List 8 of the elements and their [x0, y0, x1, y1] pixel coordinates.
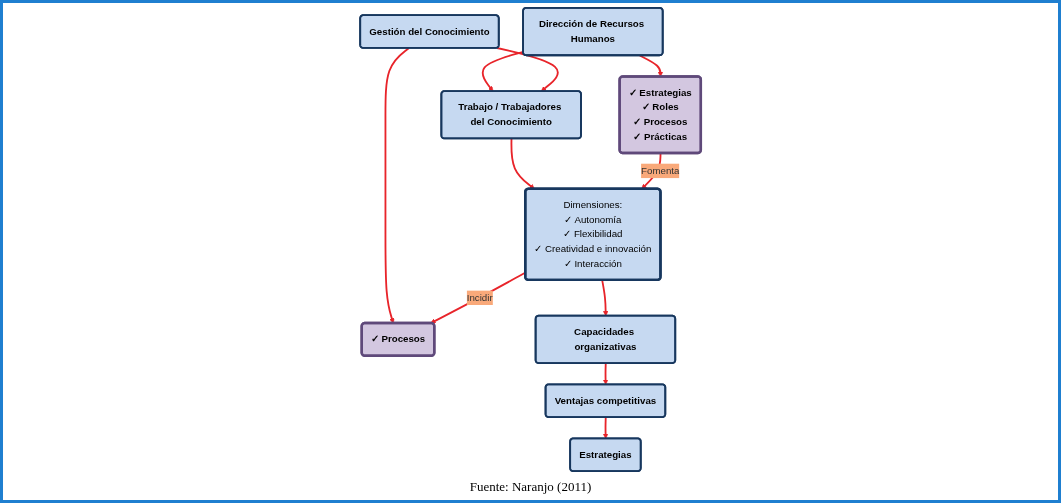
arrow: [602, 362, 609, 385]
arrow: [638, 54, 664, 77]
caption: Fuente: Naranjo (2011): [469, 478, 592, 496]
edge-label: Incidir: [466, 292, 493, 303]
arrow: [496, 47, 559, 92]
edge-label: Fomenta: [641, 165, 680, 176]
arrow: [602, 416, 609, 439]
arrow: [601, 279, 609, 317]
